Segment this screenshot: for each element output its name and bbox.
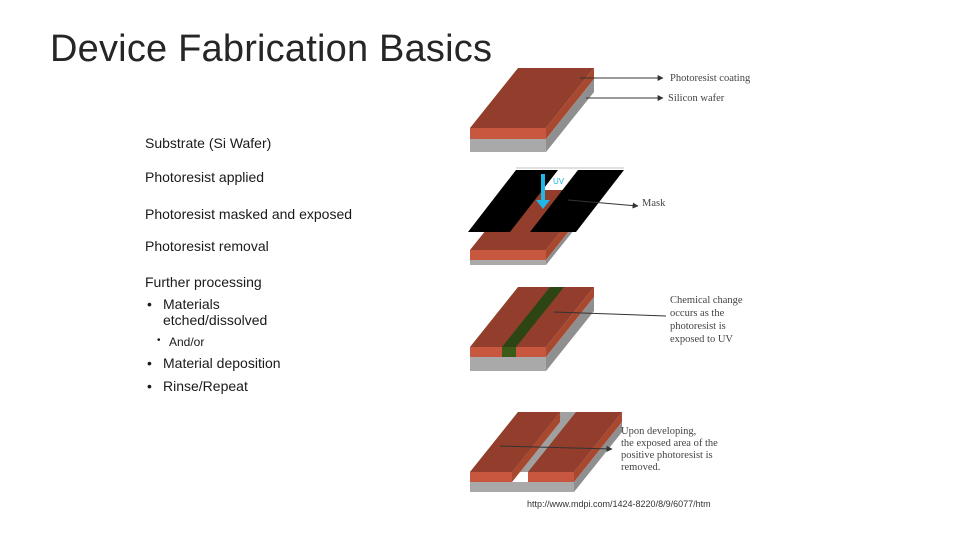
source-credit: http://www.mdpi.com/1424-8220/8/9/6077/h… bbox=[527, 499, 711, 509]
label-chemical-change-2: occurs as the bbox=[670, 308, 725, 319]
sub-bullet-materials: Materials etched/dissolved bbox=[145, 296, 267, 328]
sub-bullet-materials-line2: etched/dissolved bbox=[163, 312, 268, 328]
bullet-photoresist-applied: Photoresist applied bbox=[145, 169, 265, 185]
label-developing-1: Upon developing, bbox=[621, 426, 696, 437]
sub-bullet-rinse: Rinse/Repeat bbox=[145, 378, 248, 394]
bullet-substrate: Substrate (Si Wafer) bbox=[145, 135, 272, 151]
label-chemical-change-3: photoresist is bbox=[670, 321, 726, 332]
bullet-photoresist-removal: Photoresist removal bbox=[145, 238, 269, 254]
sub-bullet-materials-line1: Materials bbox=[163, 296, 220, 312]
stage-developed-resist bbox=[470, 412, 622, 492]
sub-sub-bullet-andor: And/or bbox=[145, 335, 204, 349]
label-photoresist-coating: Photoresist coating bbox=[670, 73, 751, 84]
stage-coated-wafer bbox=[470, 68, 594, 152]
label-developing-4: removed. bbox=[621, 462, 660, 473]
lithography-diagram: Photoresist coating Silicon wafer UV Mas… bbox=[468, 68, 751, 492]
label-mask: Mask bbox=[642, 198, 666, 209]
sub-bullet-deposition: Material deposition bbox=[145, 355, 281, 371]
stage-exposed-resist bbox=[470, 287, 594, 371]
label-silicon-wafer: Silicon wafer bbox=[668, 93, 725, 104]
slide-title: Device Fabrication Basics bbox=[50, 28, 493, 70]
label-developing-2: the exposed area of the bbox=[621, 438, 718, 449]
label-developing-3: positive photoresist is bbox=[621, 450, 713, 461]
label-chemical-change-1: Chemical change bbox=[670, 295, 743, 306]
label-chemical-change-4: exposed to UV bbox=[670, 334, 733, 345]
stage-mask-exposure bbox=[468, 167, 624, 265]
label-uv: UV bbox=[553, 177, 565, 186]
bullet-masked-exposed: Photoresist masked and exposed bbox=[145, 206, 353, 222]
bullet-further-processing: Further processing bbox=[145, 274, 262, 290]
uv-arrow-icon bbox=[536, 174, 550, 209]
